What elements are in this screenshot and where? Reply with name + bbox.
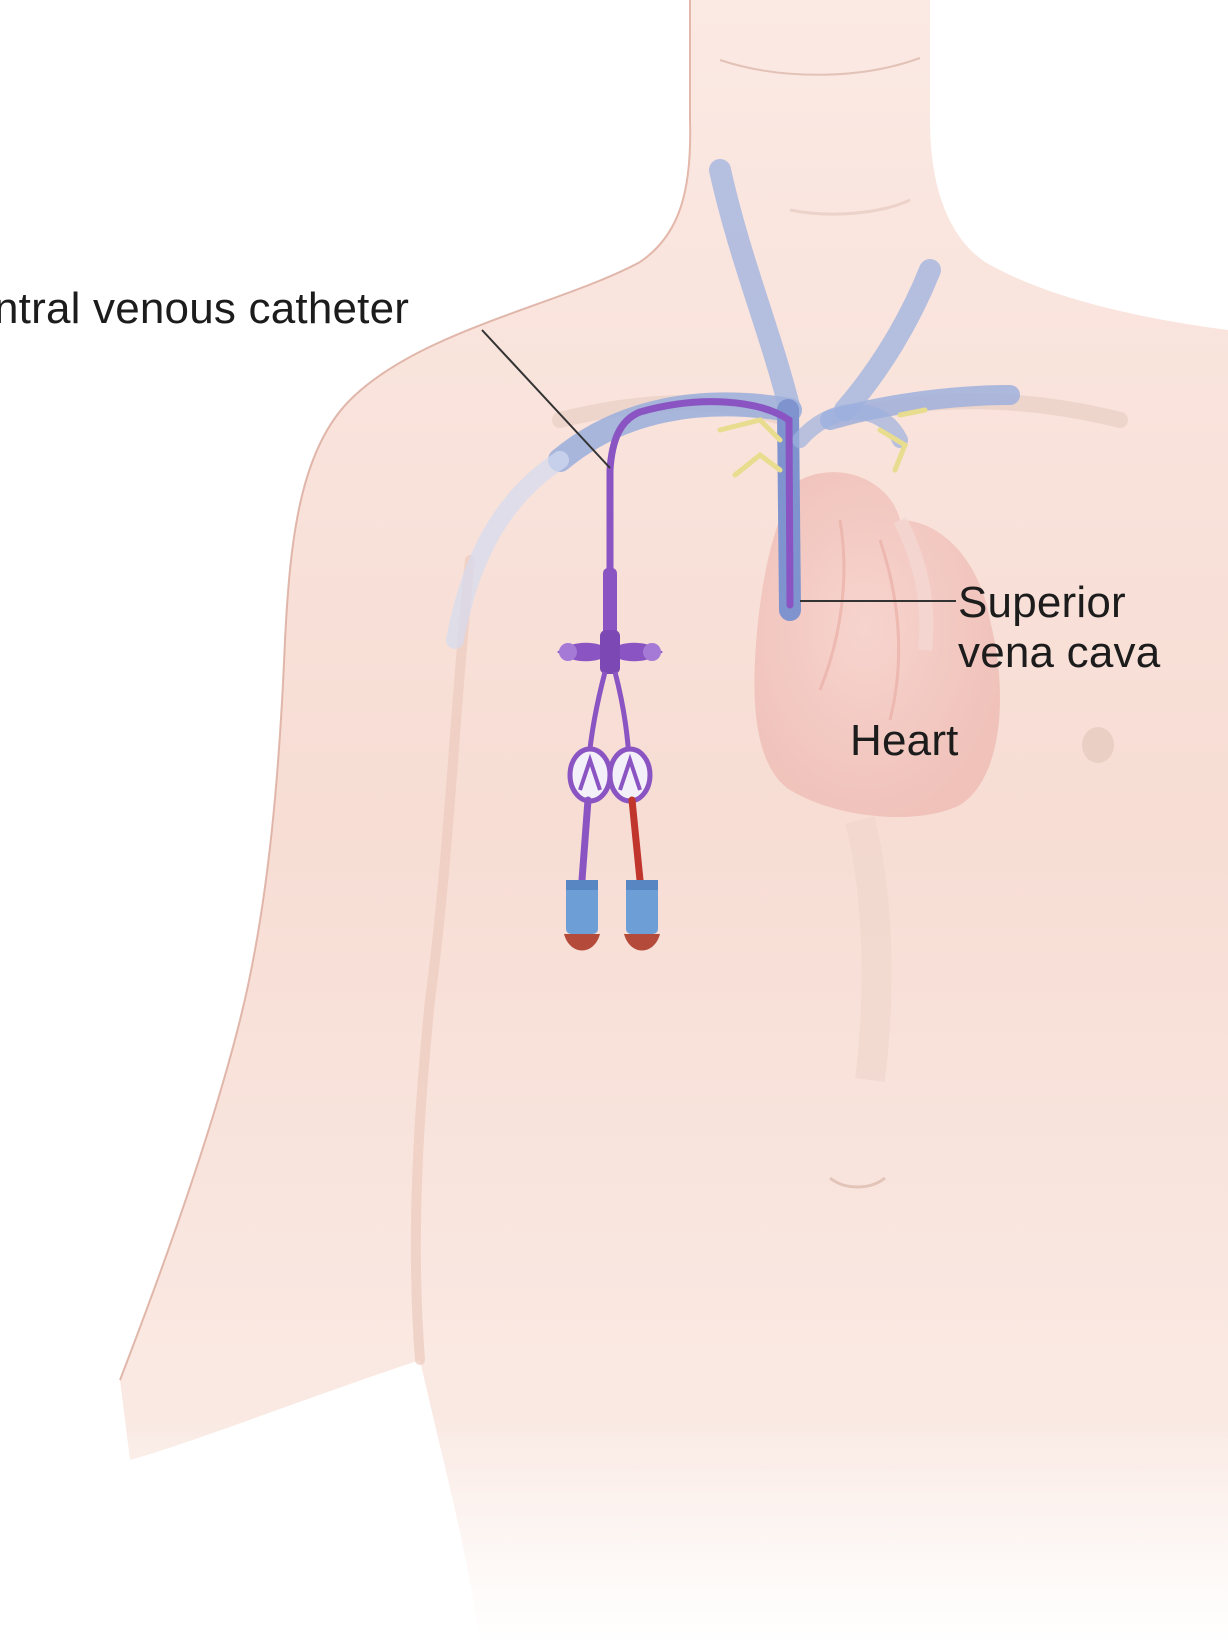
superior-vena-cava-label: Superior vena cava (958, 578, 1160, 678)
central-venous-catheter-label: ntral venous catheter (0, 284, 409, 334)
spine-shadow (860, 820, 877, 1080)
torso (120, 0, 1228, 1645)
heart-label: Heart (850, 716, 959, 766)
svc-label-line-2: vena cava (958, 628, 1160, 678)
nipple (1082, 727, 1114, 763)
svc-label-line-1: Superior (958, 578, 1160, 628)
bottom-fade (0, 1420, 1228, 1645)
